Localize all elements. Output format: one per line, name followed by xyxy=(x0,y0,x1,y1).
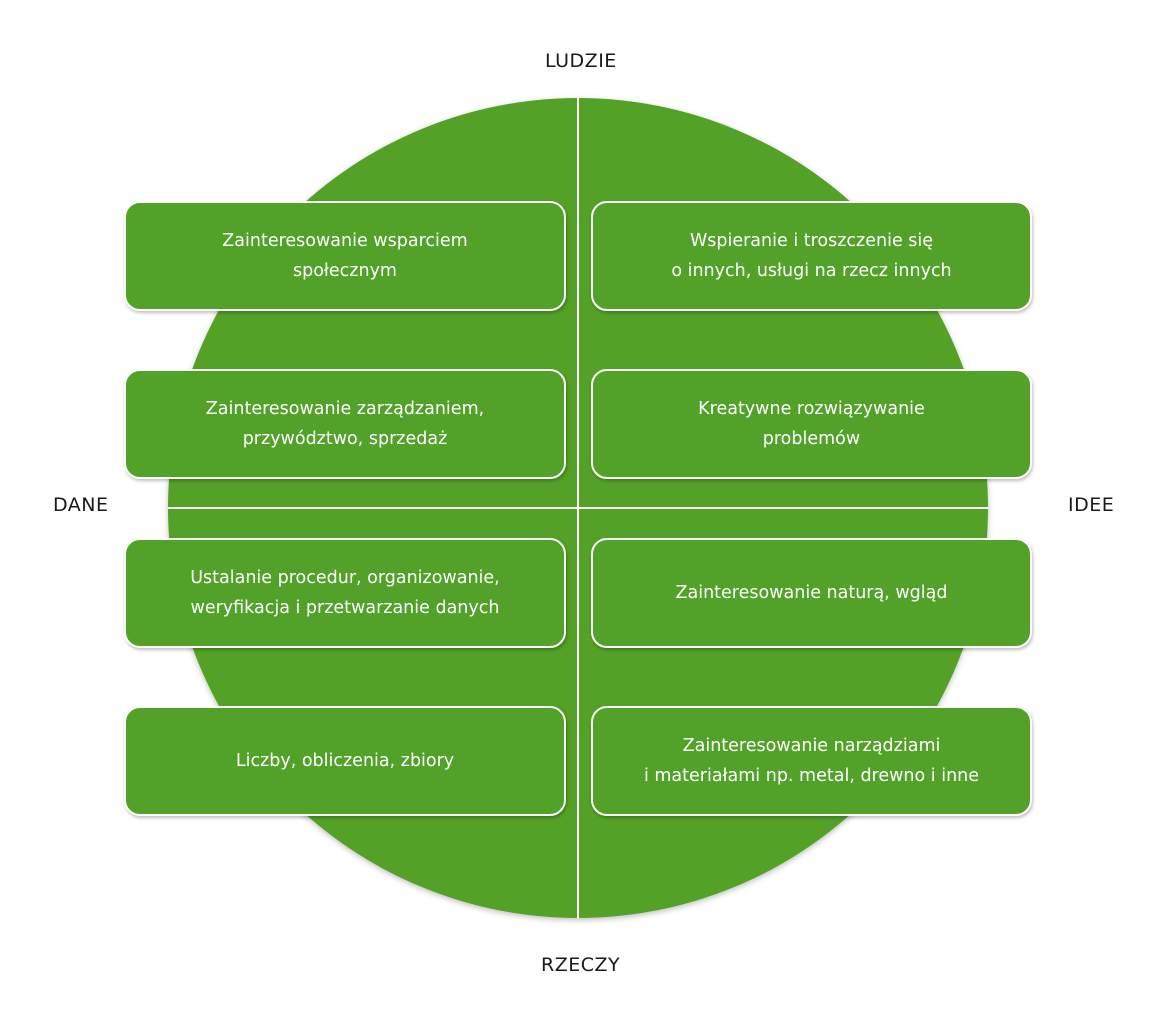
box-numbers-calculations: Liczby, obliczenia, zbiory xyxy=(124,706,566,816)
box-nature-insight: Zainteresowanie naturą, wgląd xyxy=(591,538,1032,648)
axis-label-left: DANE xyxy=(53,494,109,516)
axis-label-bottom: RZECZY xyxy=(541,954,621,976)
box-creative-problem-solving: Kreatywne rozwiązywanie problemów xyxy=(591,369,1032,479)
box-management-leadership: Zainteresowanie zarządzaniem, przywództw… xyxy=(124,369,566,479)
box-tools-materials: Zainteresowanie narządziami i materiałam… xyxy=(591,706,1032,816)
box-procedures-data: Ustalanie procedur, organizowanie, weryf… xyxy=(124,538,566,648)
box-caring-for-others: Wspieranie i troszczenie się o innych, u… xyxy=(591,201,1032,311)
box-text: Kreatywne rozwiązywanie problemów xyxy=(698,399,925,449)
axis-label-right: IDEE xyxy=(1068,494,1115,516)
box-social-support: Zainteresowanie wsparciem społecznym xyxy=(124,201,566,311)
box-text: Wspieranie i troszczenie się o innych, u… xyxy=(671,231,952,281)
axis-label-top: LUDZIE xyxy=(545,50,617,72)
box-text: Zainteresowanie naturą, wgląd xyxy=(675,583,948,603)
box-text: Zainteresowanie wsparciem społecznym xyxy=(222,231,468,281)
box-text: Zainteresowanie narządziami i materiałam… xyxy=(643,736,980,786)
box-text: Ustalanie procedur, organizowanie, weryf… xyxy=(190,568,500,618)
box-text: Zainteresowanie zarządzaniem, przywództw… xyxy=(205,399,485,449)
box-text: Liczby, obliczenia, zbiory xyxy=(235,751,455,771)
